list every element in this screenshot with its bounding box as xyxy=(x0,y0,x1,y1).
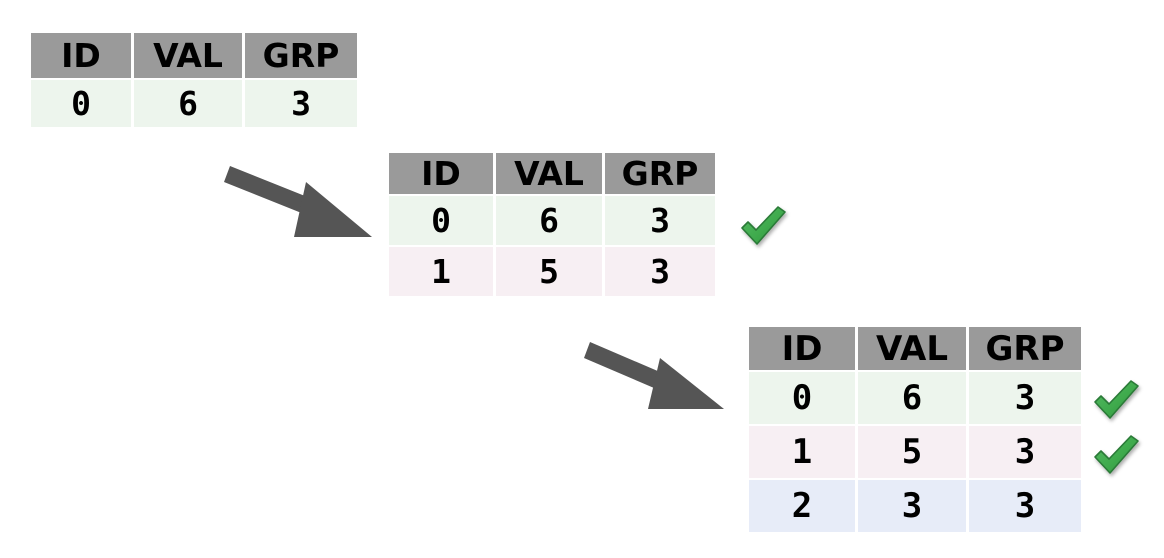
column-header-val: VAL xyxy=(496,153,602,194)
table-step-2: ID VAL GRP 0 6 3 1 5 3 xyxy=(386,151,718,298)
cell-val: 6 xyxy=(134,80,242,127)
table-row: 0 6 3 xyxy=(389,196,715,245)
check-mark-icon xyxy=(1094,435,1139,474)
column-header-val: VAL xyxy=(858,327,966,370)
column-header-id: ID xyxy=(749,327,855,370)
arrow-step-2-to-3 xyxy=(584,342,724,409)
cell-val: 6 xyxy=(858,372,966,424)
table-step-3: ID VAL GRP 0 6 3 1 5 3 2 3 3 xyxy=(746,325,1084,534)
check-mark-icon xyxy=(741,206,786,245)
cell-val: 3 xyxy=(858,480,966,532)
table-header-row: ID VAL GRP xyxy=(389,153,715,194)
cell-grp: 3 xyxy=(969,480,1081,532)
cell-grp: 3 xyxy=(245,80,357,127)
cell-id: 0 xyxy=(31,80,131,127)
table-header-row: ID VAL GRP xyxy=(31,33,357,78)
cell-id: 1 xyxy=(389,247,493,296)
table-header-row: ID VAL GRP xyxy=(749,327,1081,370)
column-header-id: ID xyxy=(31,33,131,78)
column-header-val: VAL xyxy=(134,33,242,78)
column-header-grp: GRP xyxy=(245,33,357,78)
table-row: 0 6 3 xyxy=(31,80,357,127)
cell-grp: 3 xyxy=(969,426,1081,478)
check-mark-icon xyxy=(1094,380,1139,419)
cell-id: 0 xyxy=(389,196,493,245)
column-header-id: ID xyxy=(389,153,493,194)
column-header-grp: GRP xyxy=(605,153,715,194)
cell-val: 5 xyxy=(858,426,966,478)
cell-id: 2 xyxy=(749,480,855,532)
column-header-grp: GRP xyxy=(969,327,1081,370)
cell-grp: 3 xyxy=(605,247,715,296)
cell-val: 5 xyxy=(496,247,602,296)
table-row: 1 5 3 xyxy=(749,426,1081,478)
arrow-step-1-to-2 xyxy=(224,166,372,237)
table-row: 2 3 3 xyxy=(749,480,1081,532)
table-row: 0 6 3 xyxy=(749,372,1081,424)
table-step-1: ID VAL GRP 0 6 3 xyxy=(28,31,360,129)
cell-grp: 3 xyxy=(605,196,715,245)
cell-val: 6 xyxy=(496,196,602,245)
cell-grp: 3 xyxy=(969,372,1081,424)
cell-id: 0 xyxy=(749,372,855,424)
table-row: 1 5 3 xyxy=(389,247,715,296)
cell-id: 1 xyxy=(749,426,855,478)
